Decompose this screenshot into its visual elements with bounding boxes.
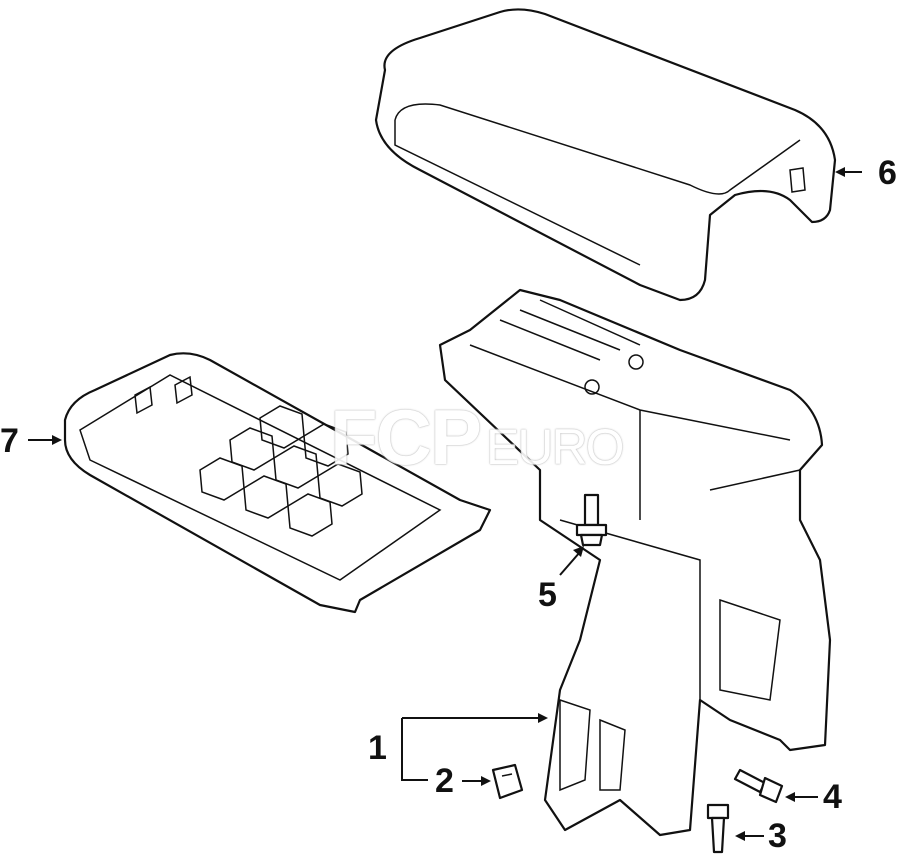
callout-4: 4 (823, 778, 842, 816)
callout-6: 6 (878, 154, 897, 192)
clip-2[interactable] (491, 763, 524, 800)
callout-7: 7 (0, 422, 19, 460)
watermark-suffix: EURO (486, 419, 624, 475)
leader-lines (28, 167, 862, 841)
console-bracket[interactable] (438, 288, 832, 837)
callout-1: 1 (368, 729, 387, 767)
callout-2: 2 (435, 762, 454, 800)
bolt-5[interactable] (575, 493, 608, 547)
callout-5: 5 (538, 576, 557, 614)
bolt-4[interactable] (733, 768, 784, 804)
storage-tray[interactable] (63, 352, 492, 614)
bolt-3[interactable] (706, 803, 730, 854)
armrest-lid[interactable] (374, 8, 837, 302)
callout-3: 3 (768, 817, 787, 855)
